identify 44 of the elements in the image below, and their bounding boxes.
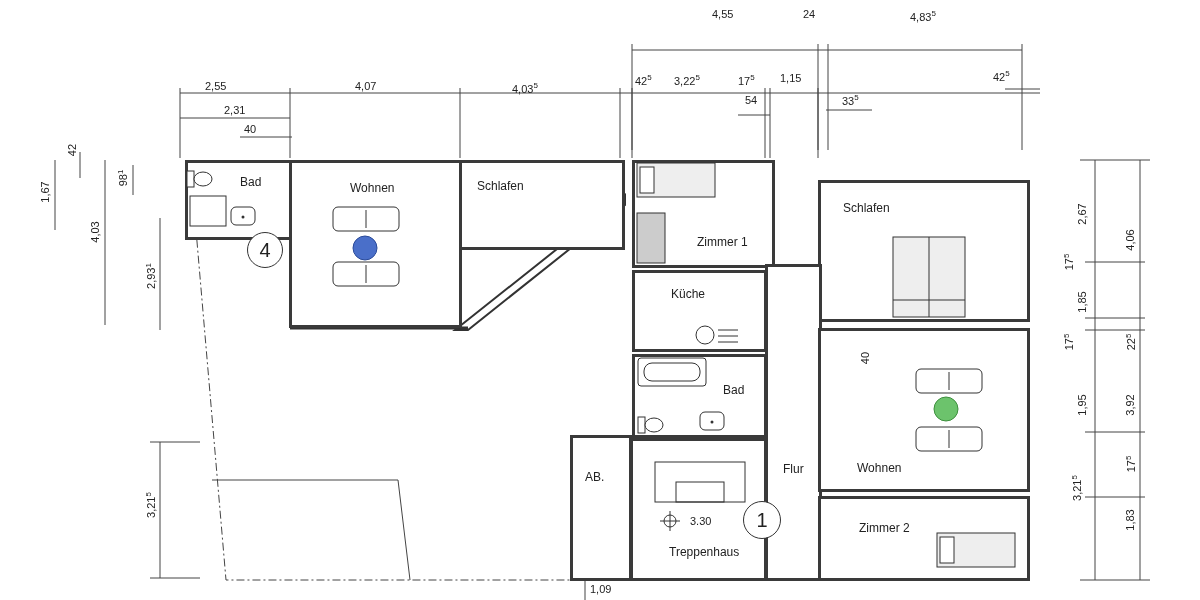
dimension-label: 3,22$^{5}$ — [674, 72, 700, 87]
dimension-label: 54 — [745, 94, 758, 106]
dimension-label: 1,83 — [1124, 509, 1136, 531]
dimension-label: 2,67 — [1076, 203, 1088, 225]
dimension-label: 1,15 — [780, 72, 802, 84]
callout-circle: 4 — [247, 232, 283, 268]
dimension-label: 42$^{5}$ — [635, 72, 652, 87]
dimension-label: 33$^{5}$ — [842, 92, 859, 107]
room-outline — [570, 435, 632, 581]
room-name: AB. — [585, 470, 605, 484]
dimension-label: 42 — [66, 143, 78, 157]
room-name: Bad — [723, 383, 745, 397]
room-name: Treppenhaus — [669, 545, 740, 559]
room-name: Zimmer 1 — [697, 235, 748, 249]
dimension-label: 4,55 — [712, 8, 734, 20]
dimension-label: 4,03$^{5}$ — [512, 80, 538, 95]
dimension-label: 2,55 — [205, 80, 227, 92]
room-outline — [630, 438, 767, 581]
dimension-label: 1,95 — [1076, 394, 1088, 416]
dimension-label: 1,85 — [1076, 291, 1088, 313]
room-name: Flur — [783, 462, 804, 476]
room-name: Wohnen — [350, 181, 395, 195]
dimension-label: 40 — [244, 123, 257, 135]
room-outline — [765, 264, 822, 581]
dimension-label: 1,09 — [590, 583, 612, 595]
room-outline — [632, 270, 767, 352]
dimension-label: 1,67 — [39, 181, 51, 203]
dimension-label: 2,31 — [224, 104, 246, 116]
dimension-label: 3.30 — [690, 515, 712, 527]
room-name: Schlafen — [843, 201, 890, 215]
room-outline — [459, 160, 625, 250]
room-name: Küche — [671, 287, 706, 301]
room-name: Wohnen — [857, 461, 902, 475]
room-name: Zimmer 2 — [859, 521, 910, 535]
room-name: Schlafen — [477, 179, 524, 193]
dimension-label: 17$^{5}$ — [738, 72, 755, 87]
room-name: Bad — [240, 175, 262, 189]
dimension-label: 4,03 — [89, 221, 101, 243]
dimension-label: 42$^{5}$ — [993, 68, 1010, 83]
dimension-label: 3,92 — [1124, 394, 1136, 416]
dimension-label: 24 — [803, 8, 816, 20]
dimension-label: 4,07 — [355, 80, 377, 92]
dimension-label: 4,06 — [1124, 229, 1136, 251]
dimension-label: 4,83$^{5}$ — [910, 8, 936, 23]
